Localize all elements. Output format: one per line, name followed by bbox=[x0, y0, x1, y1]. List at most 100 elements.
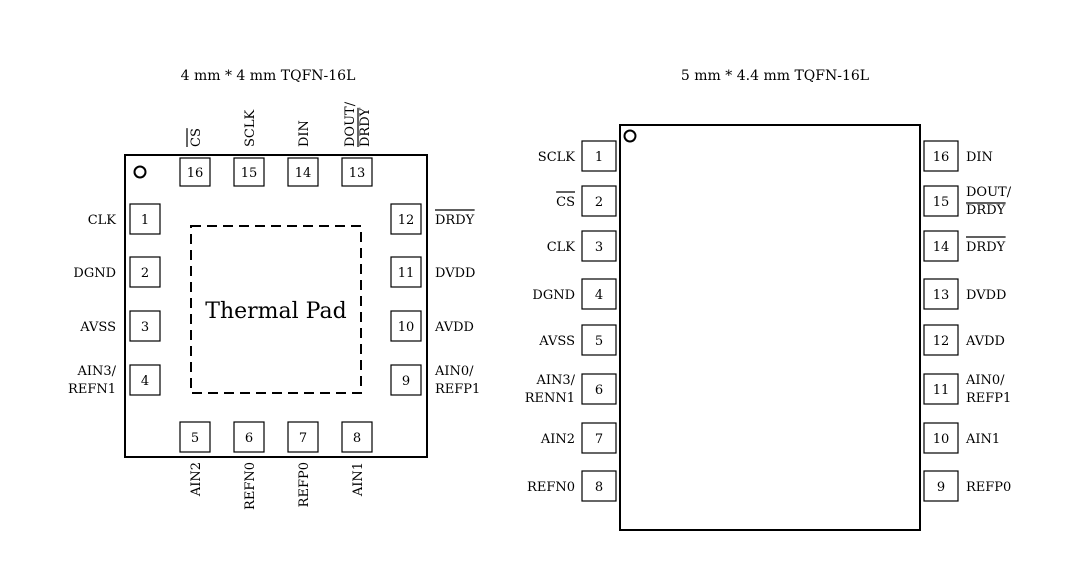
pin-label: REFN0 bbox=[243, 462, 258, 510]
pin-pad bbox=[390, 203, 422, 235]
pin-pad bbox=[129, 310, 161, 342]
pin: 7 AIN2 bbox=[540, 422, 617, 454]
pin-label: CLK bbox=[88, 213, 117, 228]
pin-pad bbox=[179, 421, 211, 453]
pin: 12 AVDD bbox=[923, 324, 1005, 356]
pin-label: REFP1 bbox=[966, 391, 1011, 406]
pin-label: DVDD bbox=[966, 288, 1006, 303]
pin-label: DOUT/ bbox=[966, 185, 1012, 200]
pin-label: AIN3/ bbox=[535, 373, 575, 388]
pin-pad bbox=[581, 470, 617, 502]
pin-number: 5 bbox=[191, 431, 199, 446]
pin-pad bbox=[233, 421, 265, 453]
pin1-marker-dot bbox=[623, 129, 637, 143]
pin-label: CS bbox=[556, 195, 575, 210]
pin-pad bbox=[129, 364, 161, 396]
pin-pad bbox=[390, 310, 422, 342]
pin-number: 10 bbox=[933, 432, 950, 447]
pin-label: AVSS bbox=[79, 320, 116, 335]
pin-pad bbox=[923, 140, 959, 172]
pin-number: 3 bbox=[595, 240, 603, 255]
pin-pad bbox=[923, 230, 959, 262]
pin-number: 1 bbox=[141, 213, 149, 228]
pin: 13 DVDD bbox=[923, 278, 1006, 310]
pin-number: 4 bbox=[141, 374, 149, 389]
pin-pad bbox=[923, 422, 959, 454]
pin-label: AIN1 bbox=[965, 432, 1000, 447]
pin-label: AIN0/ bbox=[965, 373, 1005, 388]
pin-number: 14 bbox=[295, 166, 312, 181]
pin-label: AVDD bbox=[965, 334, 1005, 349]
pin-pad bbox=[581, 185, 617, 217]
pin-label: SCLK bbox=[538, 150, 575, 165]
pin-number: 4 bbox=[595, 288, 603, 303]
pin-pad bbox=[923, 185, 959, 217]
pin-number: 2 bbox=[141, 266, 149, 281]
pin-pad bbox=[581, 373, 617, 405]
pin-label: REFP0 bbox=[297, 462, 312, 507]
pin-number: 11 bbox=[398, 266, 415, 281]
pin-pad bbox=[390, 364, 422, 396]
pin-label: DRDY bbox=[966, 203, 1006, 218]
pin-pad bbox=[287, 157, 319, 187]
pin-pad bbox=[923, 324, 959, 356]
pin-label: AVDD bbox=[434, 320, 474, 335]
pin-pad bbox=[341, 157, 373, 187]
pin-label: DIN bbox=[297, 120, 312, 147]
pin-pad bbox=[390, 256, 422, 288]
left-package-body bbox=[124, 154, 428, 458]
pin-pad bbox=[923, 373, 959, 405]
pin1-marker-dot bbox=[133, 165, 147, 179]
pin-number: 5 bbox=[595, 334, 603, 349]
pin-number: 6 bbox=[595, 383, 603, 398]
pin-number: 7 bbox=[595, 432, 603, 447]
pin: 5 AVSS bbox=[538, 324, 617, 356]
right-package-title: 5 mm * 4.4 mm TQFN-16L bbox=[681, 68, 869, 84]
pin: 14 DIN bbox=[287, 120, 319, 187]
right-package-left-pins: 1SCLK2CS3CLK4DGND5AVSS6AIN3/RENN17AIN28R… bbox=[525, 140, 617, 502]
pin-pad bbox=[581, 230, 617, 262]
pin-label: DRDY bbox=[966, 240, 1006, 255]
pin-number: 8 bbox=[353, 431, 361, 446]
pin-pad bbox=[581, 140, 617, 172]
pin-label: AVSS bbox=[538, 334, 575, 349]
pin-label: CS bbox=[189, 128, 204, 147]
pin-number: 16 bbox=[187, 166, 204, 181]
pin-label: AIN1 bbox=[351, 462, 366, 497]
left-package-title: 4 mm * 4 mm TQFN-16L bbox=[181, 68, 356, 84]
pin-label: REFN1 bbox=[68, 382, 116, 397]
pin-pad bbox=[233, 157, 265, 187]
pin-pad bbox=[129, 203, 161, 235]
pin-number: 12 bbox=[933, 334, 950, 349]
right-package-body bbox=[619, 124, 921, 531]
pin-number: 2 bbox=[595, 195, 603, 210]
pin-number: 15 bbox=[241, 166, 258, 181]
pin-number: 13 bbox=[933, 288, 950, 303]
pin-label: AIN2 bbox=[540, 432, 575, 447]
pin-label: DVDD bbox=[435, 266, 475, 281]
left-package: 4 mm * 4 mm TQFN-16L Thermal Pad 1CLK2DG… bbox=[68, 68, 480, 510]
pin-pad bbox=[179, 157, 211, 187]
pin-label: AIN2 bbox=[189, 462, 204, 497]
pin-pad bbox=[129, 256, 161, 288]
pin: 2 CS bbox=[556, 185, 617, 217]
